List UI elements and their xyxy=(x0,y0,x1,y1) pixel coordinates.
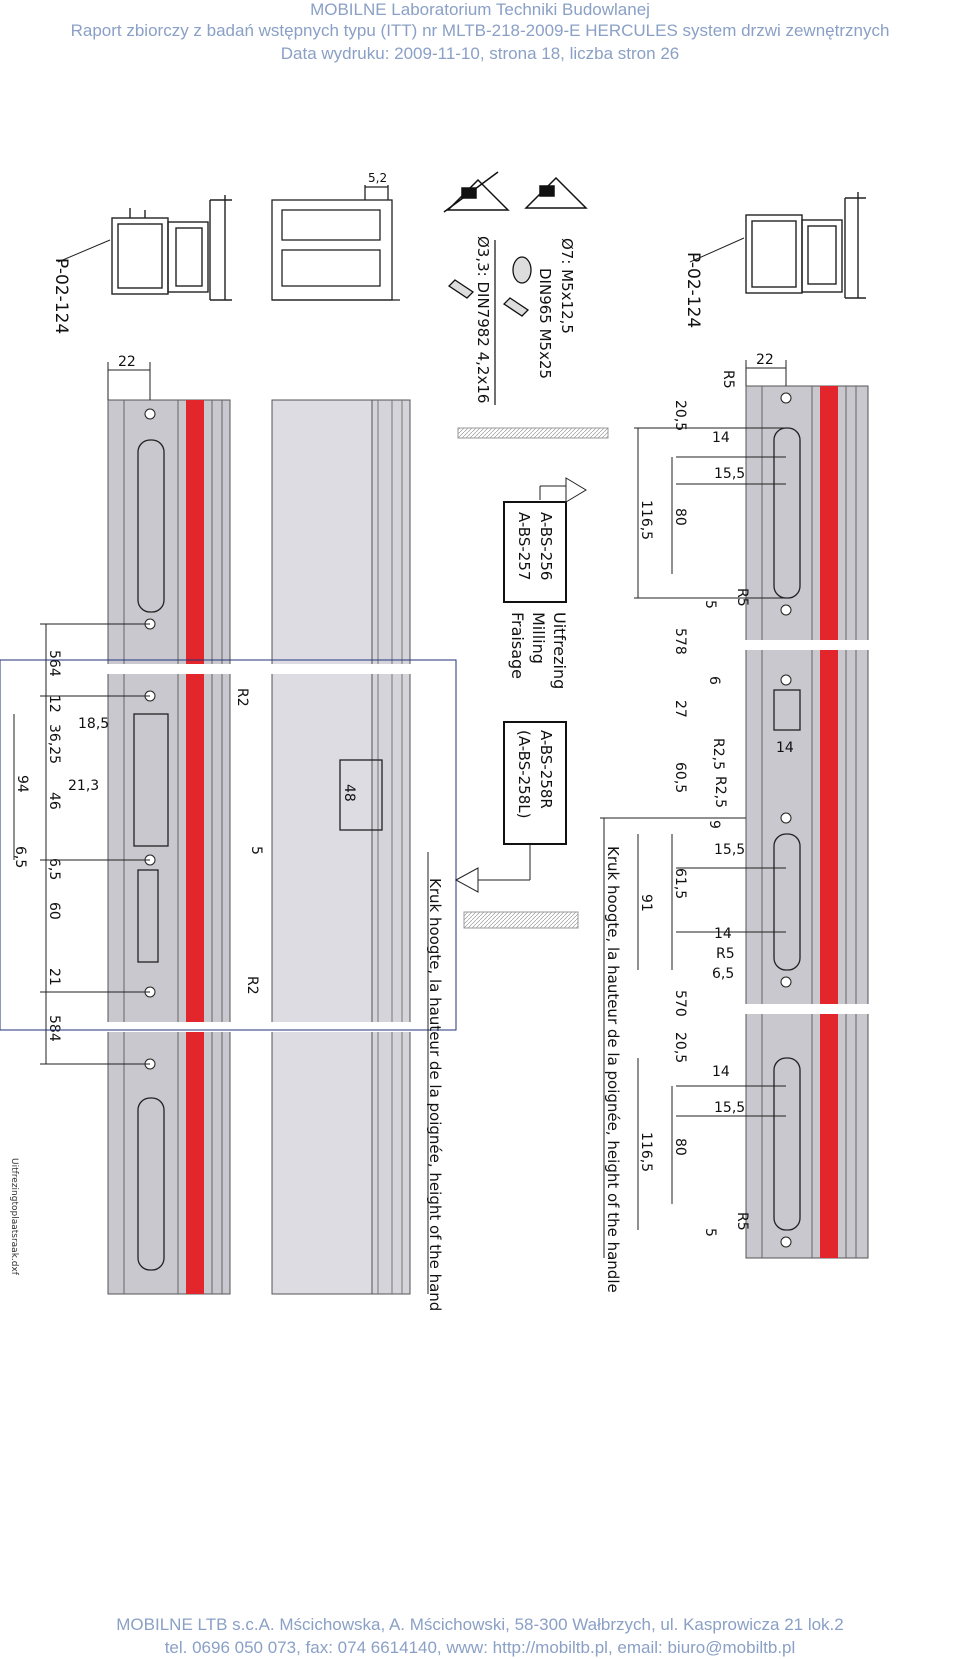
profile-section-right xyxy=(745,192,866,299)
screw-spec-2: DIN965 M5x25 xyxy=(536,268,554,379)
dim-6-5-b: 6,5 xyxy=(46,858,62,880)
dim-12: 12 xyxy=(46,695,62,713)
dim-r-5: 5 xyxy=(702,600,718,609)
dim-r-15-5c: 15,5 xyxy=(714,1100,745,1116)
header-line-lab: MOBILNE Laboratorium Techniki Budowlanej xyxy=(310,0,650,19)
footer-line-contact: tel. 0696 050 073, fax: 074 6614140, www… xyxy=(164,1638,796,1657)
dim-r-116-5b: 116,5 xyxy=(638,1132,654,1172)
footer-line-address: MOBILNE LTB s.c.A. Mścichowska, A. Mścic… xyxy=(116,1615,844,1634)
warning-symbols xyxy=(443,171,588,213)
technical-drawing: P-02-124 5,2 Ø7: M5x12,5 DIN965 M5x25 Ø3… xyxy=(0,171,878,1310)
dim-r-15-5b: 15,5 xyxy=(714,842,745,858)
svg-text:(A-BS-258L): (A-BS-258L) xyxy=(515,730,533,818)
part-box-b: A-BS-258R (A-BS-258L) xyxy=(503,721,567,845)
dim-60: 60 xyxy=(46,902,62,920)
dim-r-14c: 14 xyxy=(714,926,732,942)
dim-r-61-5: 61,5 xyxy=(672,868,688,899)
dim-r-6-5: 6,5 xyxy=(712,966,734,982)
header-line-report: Raport zbiorczy z badań wstępnych typu (… xyxy=(70,21,890,40)
dim-6-5-a: 6,5 xyxy=(12,846,28,868)
dim-r-27: 27 xyxy=(672,700,688,718)
dim-r-578: 578 xyxy=(672,628,688,655)
handle-height-left: Kruk hoogte, la hauteur de la poignée, h… xyxy=(426,878,444,1310)
profile-code-right: P-02-124 xyxy=(683,252,703,328)
profile-code-left: P-02-124 xyxy=(51,258,71,334)
dim-r-6: 6 xyxy=(706,676,722,685)
dim-48: 48 xyxy=(341,784,357,802)
dim-36-25: 36,25 xyxy=(46,724,62,764)
radius-r2-b: R2 xyxy=(244,976,260,995)
milling-labels: Uitfrezing Milling Fraisage xyxy=(508,612,569,689)
dim-564: 564 xyxy=(46,650,62,677)
dim-r-20-5b: 20,5 xyxy=(672,1032,688,1063)
svg-text:A-BS-258R: A-BS-258R xyxy=(537,730,555,809)
right-dimension-labels: 20,5 14 15,5 116,5 80 5 578 6 27 14 60,5… xyxy=(638,370,794,1237)
radius-r2-5-b: R2,5 xyxy=(712,776,728,808)
dim-r-14: 14 xyxy=(712,430,730,446)
dim-584: 584 xyxy=(46,1015,62,1042)
dim-r-9: 9 xyxy=(706,820,722,829)
dim-22-right: 22 xyxy=(756,352,774,368)
profile-strip-right xyxy=(736,385,878,1259)
dim-22-left: 22 xyxy=(118,354,136,370)
dim-r-80: 80 xyxy=(672,508,688,526)
dim-r-5b: 5 xyxy=(702,1228,718,1237)
handle-height-right: Kruk hoogte, la hauteur de la poignée, h… xyxy=(604,846,622,1293)
dim-21: 21 xyxy=(46,968,62,986)
dim-r-14d: 14 xyxy=(712,1064,730,1080)
svg-text:Milling: Milling xyxy=(529,612,548,664)
dim-21-3: 21,3 xyxy=(68,778,99,794)
header-line-print-date: Data wydruku: 2009-11-10, strona 18, lic… xyxy=(280,44,680,63)
profile-strip-left xyxy=(100,399,240,1295)
screw-spec-3: Ø3,3: DIN7982 4,2x16 xyxy=(474,236,492,403)
svg-text:A-BS-256: A-BS-256 xyxy=(537,512,555,580)
dim-r-14b: 14 xyxy=(776,740,794,756)
dim-18-5: 18,5 xyxy=(78,716,109,732)
screw-spec-1: Ø7: M5x12,5 xyxy=(558,238,576,334)
dim-5-left: 5 xyxy=(248,846,264,855)
dim-r-20-5: 20,5 xyxy=(672,400,688,431)
dim-r-570: 570 xyxy=(672,990,688,1017)
dim-r-91: 91 xyxy=(638,894,654,912)
svg-text:A-BS-257: A-BS-257 xyxy=(515,512,533,580)
radius-r2-5-a: R2,5 xyxy=(710,738,726,770)
dim-r-116-5: 116,5 xyxy=(638,500,654,540)
radius-r5-d: R5 xyxy=(734,1212,750,1231)
radius-r5-b: R5 xyxy=(734,588,750,607)
file-name: Uitfrezingtoplaatsraak.dxf xyxy=(9,1158,19,1276)
profile-section-middle xyxy=(271,185,400,301)
door-leaf-profile xyxy=(262,399,422,1295)
profile-section-left xyxy=(111,195,232,301)
radius-r5-c: R5 xyxy=(716,946,735,962)
dim-r-80b: 80 xyxy=(672,1138,688,1156)
dim-46: 46 xyxy=(46,792,62,810)
radius-r5-a: R5 xyxy=(720,370,736,389)
radius-r2-a: R2 xyxy=(234,688,250,707)
dim-r-60-5: 60,5 xyxy=(672,762,688,793)
part-box-a: A-BS-256 A-BS-257 xyxy=(503,501,567,603)
svg-text:Fraisage: Fraisage xyxy=(508,612,527,679)
dim-94: 94 xyxy=(14,775,30,793)
dim-r-15-5: 15,5 xyxy=(714,466,745,482)
screw-icon xyxy=(447,256,532,317)
svg-text:Uitfrezing: Uitfrezing xyxy=(550,612,569,689)
left-dimension-labels: 564 12 36,25 18,5 21,3 46 94 6,5 6,5 60 … xyxy=(12,650,264,1042)
dim-top: 5,2 xyxy=(368,171,387,185)
